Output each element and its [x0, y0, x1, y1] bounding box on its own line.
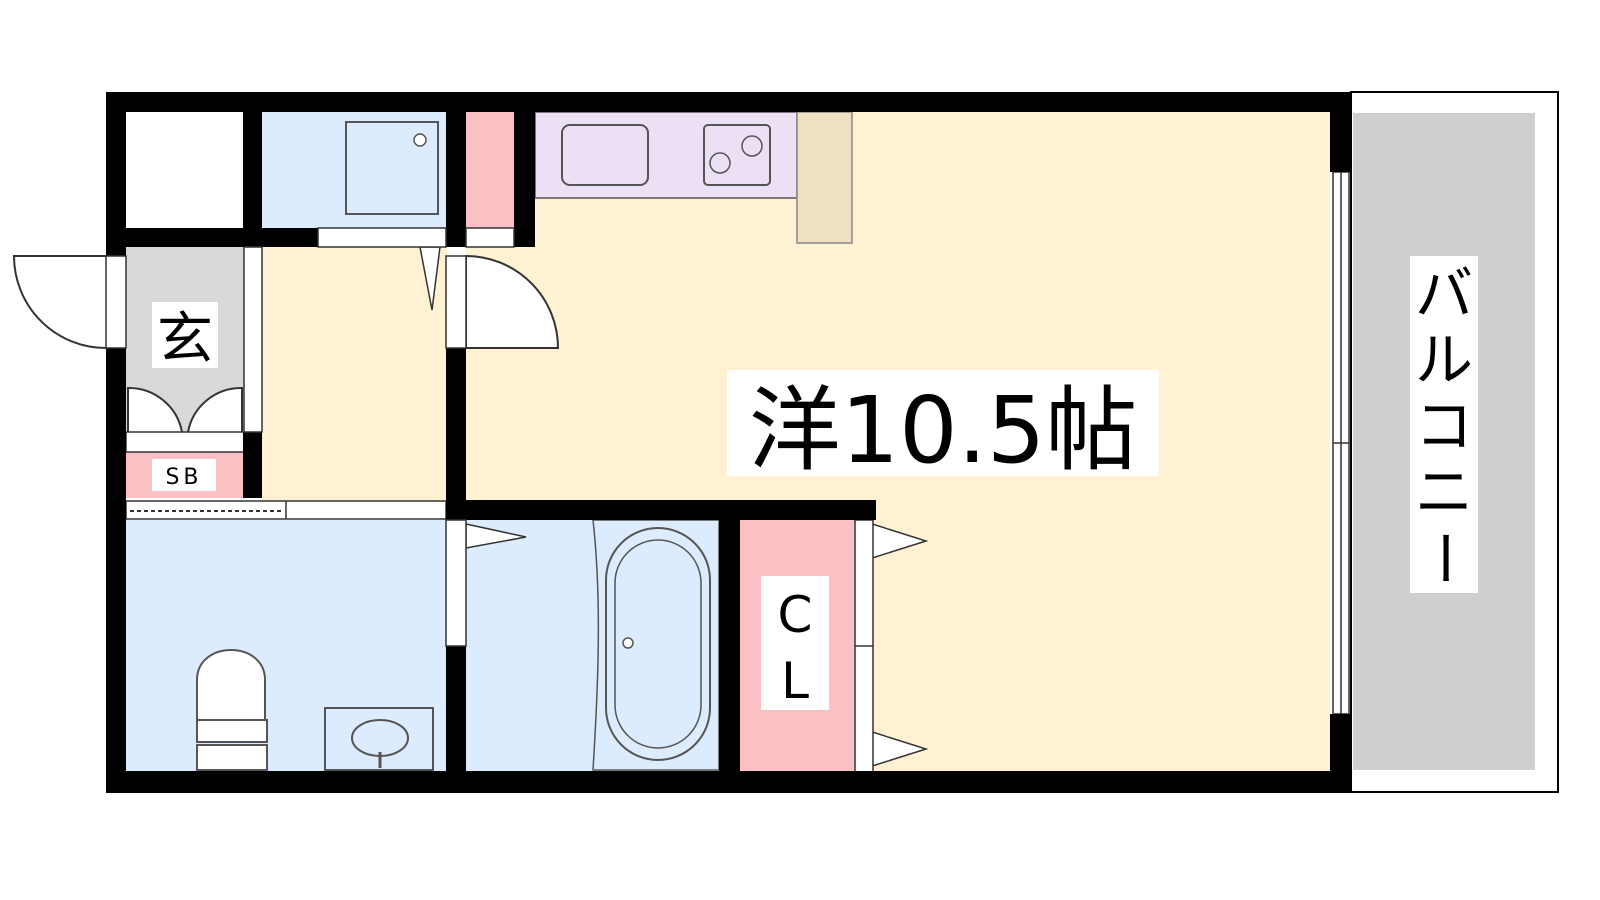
burner-1	[741, 135, 763, 157]
washer-door-frame	[317, 227, 447, 248]
western-label-bg	[727, 370, 1159, 476]
wall-top	[106, 92, 1351, 112]
bath-door-frame	[445, 519, 467, 647]
wall-left-upper	[106, 92, 126, 256]
stove	[703, 124, 771, 186]
entrance-label-bg	[152, 302, 218, 368]
closet-label-c: C	[778, 586, 813, 644]
balcony-label-bg	[1410, 256, 1478, 593]
sb-label-bg	[152, 459, 216, 491]
toilet-tank	[196, 719, 268, 743]
kitchen-sink	[561, 124, 649, 186]
sb-door-right	[187, 386, 243, 433]
wall-hall-right-mid	[446, 348, 466, 520]
wall-right-upper	[1330, 92, 1351, 172]
wall-closet-div	[243, 112, 262, 228]
small-closet-top	[466, 112, 514, 230]
entrance-label: 玄	[157, 307, 213, 372]
western-door-swing	[465, 254, 560, 349]
balcony-label-char: コ	[1415, 392, 1473, 460]
balcony-label-char: ニ	[1415, 458, 1473, 526]
wall-hall-right-upper	[446, 112, 466, 247]
bathtub-inner	[614, 539, 702, 749]
wall-kitchen-left	[514, 112, 535, 247]
balcony-label-char: ー	[1410, 529, 1478, 587]
toilet-bowl	[196, 649, 266, 731]
walls	[106, 92, 1351, 793]
sb-door-frame	[125, 431, 245, 453]
bathtub-drain	[622, 637, 634, 649]
wall-bath-closet	[719, 520, 740, 793]
balcony-label-char: バ	[1415, 260, 1473, 328]
wall-washer-bottom-left	[126, 228, 318, 247]
closet-label-l: L	[781, 652, 809, 710]
hall-left-wall	[243, 246, 263, 433]
toilet-base	[196, 744, 268, 771]
entrance-door-swing	[12, 255, 107, 349]
entrance-door-frame	[105, 255, 127, 349]
burner-2	[709, 152, 731, 174]
closet-label-bg	[761, 576, 829, 710]
wall-entrance-right	[243, 432, 262, 498]
wall-hall-right-lower	[446, 646, 466, 793]
balcony-label-char: ル	[1415, 326, 1473, 394]
wall-bath-top	[446, 500, 876, 520]
western-door-frame	[445, 255, 467, 349]
storage-closet-topleft	[126, 112, 244, 228]
sb-door-left	[127, 386, 183, 433]
hallway-floor	[262, 247, 447, 502]
wall-left-lower	[106, 348, 126, 793]
washer-drain	[413, 133, 427, 147]
small-closet-frame	[465, 227, 515, 248]
wall-right-lower	[1330, 714, 1351, 793]
fridge-space	[796, 111, 853, 244]
western-room-label: 洋10.5帖	[749, 377, 1138, 484]
sb-label: SB	[165, 465, 202, 490]
wash-basin-bowl	[351, 719, 409, 757]
